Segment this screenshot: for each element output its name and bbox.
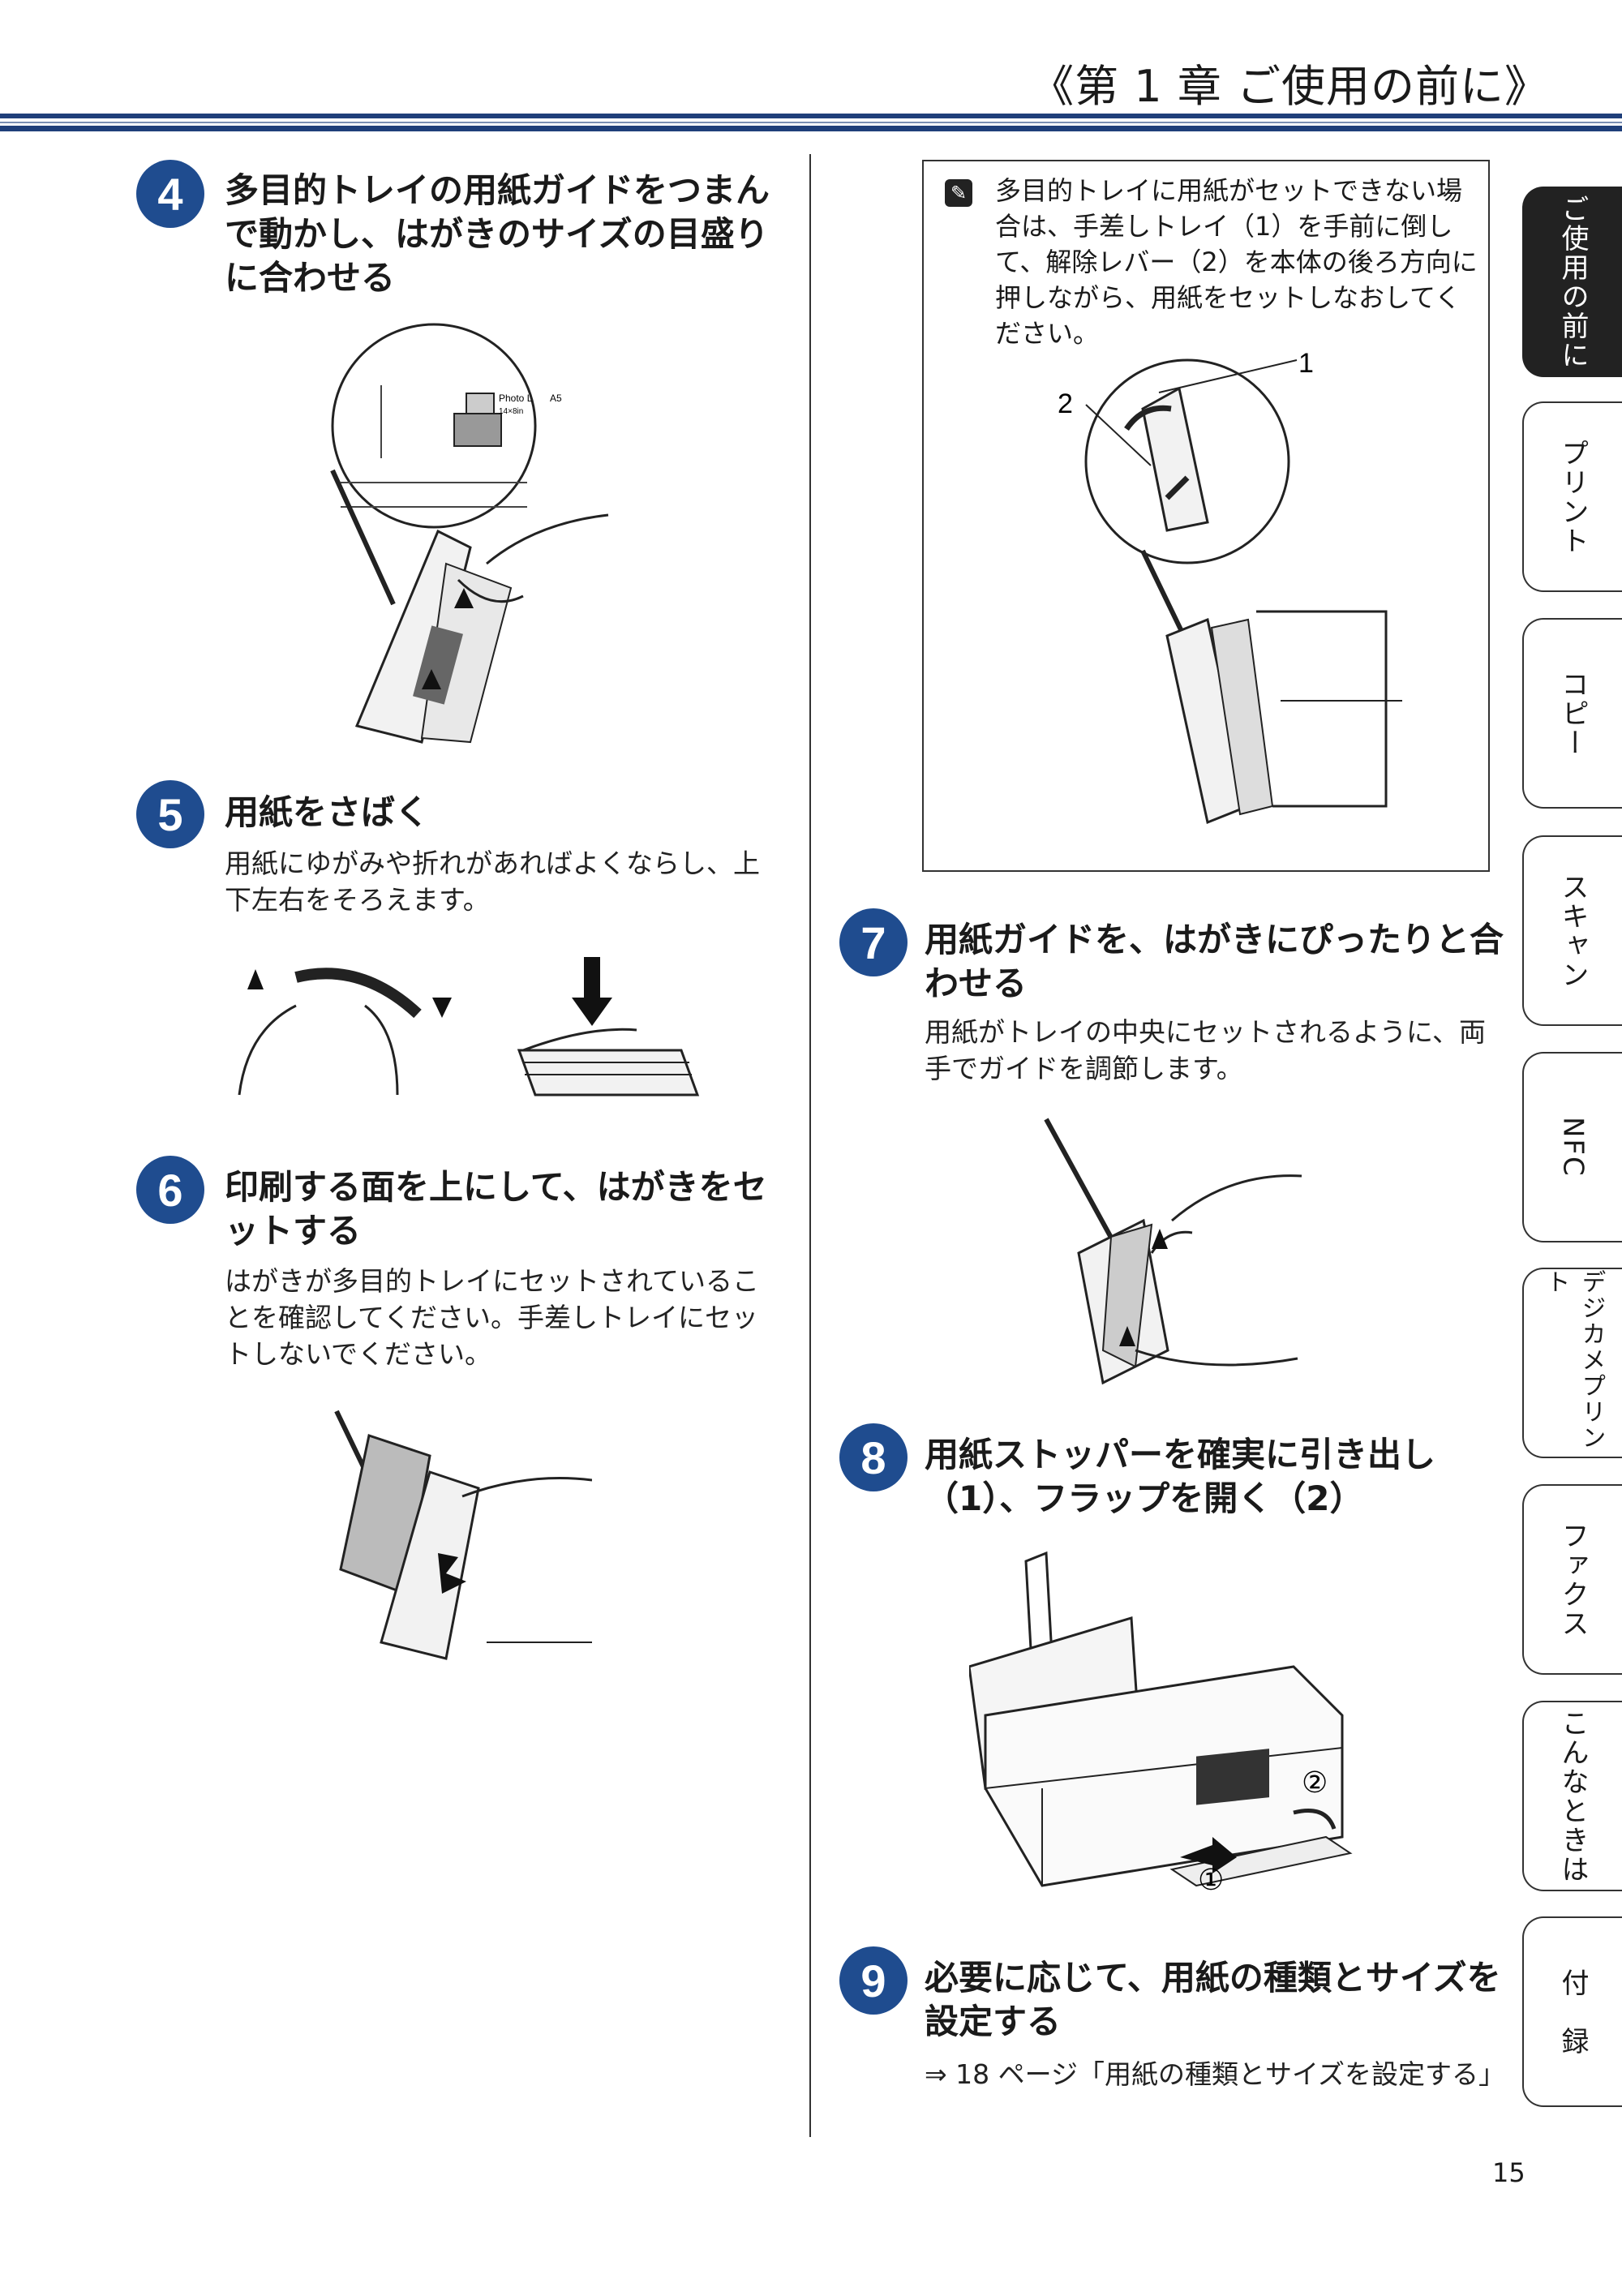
note-callout-1: 1 (1298, 352, 1314, 379)
step-4-title: 多目的トレイの用紙ガイドをつまんで動かし、はがきのサイズの目盛りに合わせる (225, 170, 770, 298)
tab-troubleshooting-label: こんなときは (1556, 1708, 1589, 1884)
step-7-body: 用紙がトレイの中央にセットされるように、両手でガイドを調節します。 (925, 1016, 1487, 1084)
step-5-illustration (223, 949, 710, 1103)
tab-before-use[interactable]: ご使用の前に (1522, 187, 1622, 377)
note-illustration: 1 2 (1037, 352, 1410, 855)
step-8-illustration: ① ② (969, 1545, 1358, 1902)
tab-copy-label: コピー (1556, 669, 1589, 757)
step-6-title: 印刷する面を上にして、はがきをセットする (225, 1167, 767, 1251)
step-9-title: 必要に応じて、用紙の種類とサイズを設定する (925, 1958, 1501, 2041)
step-4-illustration: Photo L A5 14×8in (324, 320, 616, 750)
step-8-callout-2: ② (1302, 1766, 1328, 1799)
tab-print[interactable]: プリント (1522, 401, 1622, 592)
step-7-title: 用紙ガイドを、はがきにぴったりと合わせる (925, 920, 1504, 1003)
tab-before-use-label: ご使用の前に (1556, 194, 1589, 370)
tab-appendix[interactable]: 付 録 (1522, 1916, 1622, 2107)
page-number: 15 (1492, 2157, 1525, 2188)
tab-digicam-print[interactable]: デジカメプリント (1522, 1268, 1622, 1458)
note-pencil-icon: ✎ (945, 179, 972, 207)
step-6-illustration (324, 1399, 592, 1667)
note-text: 多目的トレイに用紙がセットできない場合は、手差しトレイ（1）を手前に倒して、解除… (995, 175, 1478, 349)
tab-appendix-label: 付 録 (1556, 1968, 1589, 2056)
note-box: ✎ 多目的トレイに用紙がセットできない場合は、手差しトレイ（1）を手前に倒して、… (922, 160, 1490, 872)
photo-l-label: Photo L (499, 393, 533, 404)
header-rule (0, 114, 1622, 118)
tab-scan-label: スキャン (1556, 872, 1589, 989)
tab-digicam-print-label: デジカメプリント (1541, 1269, 1606, 1451)
step-7-illustration (1030, 1107, 1306, 1391)
step-8-callout-1: ① (1198, 1863, 1224, 1896)
note-callout-2: 2 (1058, 388, 1073, 419)
step-8-badge: 8 (839, 1423, 908, 1491)
step-4-badge: 4 (136, 160, 204, 228)
tab-troubleshooting[interactable]: こんなときは (1522, 1701, 1622, 1891)
step-8-title: 用紙ストッパーを確実に引き出し（1）、フラップを開く（2） (925, 1435, 1436, 1518)
step-5-title: 用紙をさばく (225, 792, 430, 832)
column-divider (809, 154, 811, 2137)
step-5-badge: 5 (136, 780, 204, 848)
header-rule-thin (0, 122, 1622, 123)
tab-copy[interactable]: コピー (1522, 618, 1622, 809)
tab-fax[interactable]: ファクス (1522, 1484, 1622, 1675)
tab-nfc[interactable]: NFC (1522, 1052, 1622, 1242)
step-6-badge: 6 (136, 1156, 204, 1224)
tab-scan[interactable]: スキャン (1522, 835, 1622, 1026)
step-9-body[interactable]: ⇒ 18 ページ「用紙の種類とサイズを設定する」 (925, 2058, 1505, 2090)
a5-label: A5 (550, 393, 562, 404)
step-6-body: はがきが多目的トレイにセットされていることを確認してください。手差しトレイにセッ… (225, 1265, 760, 1370)
tab-fax-label: ファクス (1556, 1521, 1589, 1638)
step-9-badge: 9 (839, 1946, 908, 2015)
tab-nfc-label: NFC (1556, 1117, 1590, 1178)
chapter-title: 《第 1 章 ご使用の前に》 (1030, 61, 1549, 112)
tab-print-label: プリント (1556, 438, 1589, 556)
size-mark-label: 14×8in (499, 407, 523, 416)
header-rule-bottom (0, 126, 1622, 131)
step-5-body: 用紙にゆがみや折れがあればよくならし、上下左右をそろえます。 (225, 848, 760, 916)
step-7-badge: 7 (839, 908, 908, 976)
